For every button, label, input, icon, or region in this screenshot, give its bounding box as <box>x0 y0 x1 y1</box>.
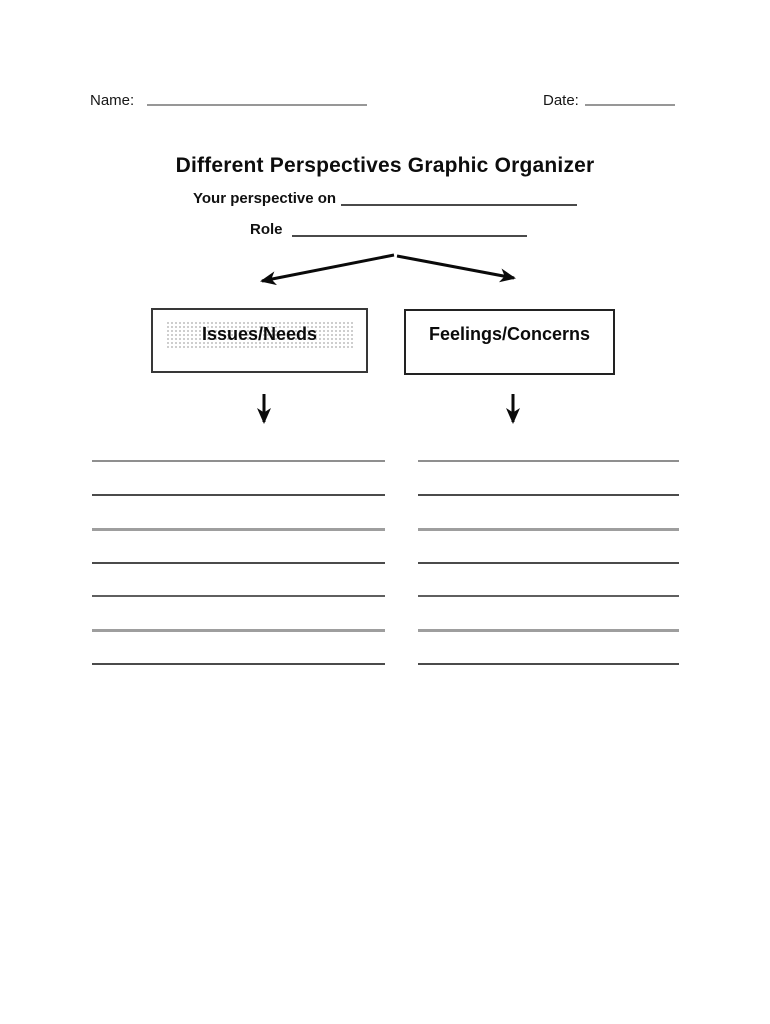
ruled-line <box>92 629 385 632</box>
perspective-prompt-label: Your perspective on <box>193 190 337 207</box>
stipple-highlight: Issues/Needs <box>165 321 354 348</box>
ruled-line <box>92 528 385 531</box>
writing-lines-left-column <box>92 460 385 666</box>
ruled-line <box>418 460 679 462</box>
role-prompt-label: Role <box>250 221 283 238</box>
issues-needs-label: Issues/Needs <box>201 324 318 344</box>
feelings-concerns-box: Feelings/Concerns <box>404 309 615 375</box>
feelings-concerns-label: Feelings/Concerns <box>428 324 591 344</box>
perspective-blank-line <box>341 189 577 206</box>
name-label: Name: <box>90 92 135 109</box>
ruled-line <box>418 595 679 597</box>
ruled-line <box>418 562 679 564</box>
page-title: Different Perspectives Graphic Organizer <box>175 154 595 177</box>
split-arrow-left <box>260 253 395 286</box>
issues-needs-box: Issues/Needs <box>151 308 368 373</box>
ruled-line <box>418 494 679 496</box>
ruled-line <box>92 494 385 496</box>
ruled-line <box>92 460 385 462</box>
date-label: Date: <box>543 92 579 109</box>
ruled-line <box>418 629 679 632</box>
date-blank-line <box>585 92 675 106</box>
name-blank-line <box>147 92 367 106</box>
ruled-line <box>418 663 679 665</box>
role-blank-line <box>292 220 527 237</box>
split-arrow-right <box>396 254 516 283</box>
ruled-line <box>92 562 385 564</box>
ruled-line <box>92 595 385 597</box>
label-band: Feelings/Concerns <box>410 321 610 348</box>
ruled-line <box>418 528 679 531</box>
writing-lines-right-column <box>418 460 679 666</box>
ruled-line <box>92 663 385 665</box>
